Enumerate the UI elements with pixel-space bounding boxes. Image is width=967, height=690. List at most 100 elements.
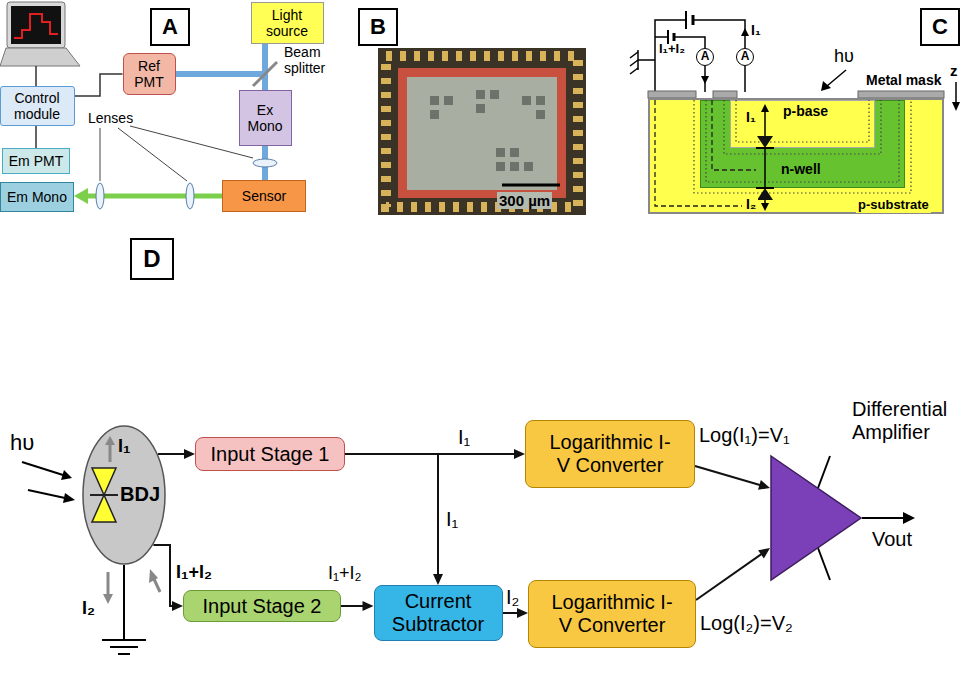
ground-symbol xyxy=(630,60,638,66)
photodiode-square xyxy=(510,148,519,157)
metal-mask xyxy=(648,91,696,98)
connector-line xyxy=(341,605,365,607)
node-text: D xyxy=(143,245,160,273)
metal-mask xyxy=(713,91,737,98)
light-arrow xyxy=(61,470,72,480)
panel-letter: D xyxy=(130,238,174,280)
node-text: Sensor xyxy=(242,188,286,204)
process-box: Input Stage 2 xyxy=(183,590,341,622)
connector-arrow xyxy=(341,601,374,611)
leader-line xyxy=(118,128,187,181)
arrowhead xyxy=(184,449,195,459)
connector-line xyxy=(345,454,438,576)
light-arrow xyxy=(28,490,65,498)
current-arrow xyxy=(741,28,749,36)
diode-symbol xyxy=(92,468,116,495)
arrowhead xyxy=(74,188,88,204)
arrowhead xyxy=(758,548,770,558)
ground-symbol xyxy=(630,52,638,58)
diode-symbol xyxy=(92,495,116,522)
edge-label: Log(I₂)=V₂ xyxy=(700,612,793,635)
ground-symbol xyxy=(118,653,130,655)
photodiode-square xyxy=(476,104,485,113)
current-arrow xyxy=(109,444,112,462)
photodiode-square xyxy=(536,110,545,119)
node-text: Logarithmic I-V Converter xyxy=(545,591,679,637)
current-label: I₁ xyxy=(751,22,761,38)
output-arrow xyxy=(903,512,915,524)
signal-trace xyxy=(14,14,58,38)
well-region: n-wellp-base xyxy=(700,100,905,188)
connector-line xyxy=(153,545,174,606)
ground-symbol xyxy=(110,646,138,648)
leader-line xyxy=(130,126,253,158)
current-label: I₂ xyxy=(744,196,758,212)
ammeter-symbol: A xyxy=(696,48,714,66)
node-text: n-well xyxy=(779,161,823,177)
current-label: I₁+I₂ xyxy=(176,562,212,583)
node-text: Input Stage 2 xyxy=(203,595,322,618)
chip-core xyxy=(407,77,557,190)
node-text: A xyxy=(741,50,750,64)
lens xyxy=(186,183,194,209)
battery-symbol xyxy=(692,15,695,25)
current-label: I₁+I₂ xyxy=(659,42,685,57)
diode-symbol xyxy=(757,136,773,148)
axis-label: z xyxy=(950,62,958,79)
arrowhead xyxy=(433,574,443,585)
scale-bar xyxy=(502,184,560,187)
label-anchor: I₁ xyxy=(751,22,761,38)
label-anchor: z xyxy=(950,62,958,79)
node-text: Logarithmic I-V Converter xyxy=(543,431,677,477)
node-text: B xyxy=(370,14,386,39)
light-beam xyxy=(176,44,266,74)
node-text: Light source xyxy=(256,7,319,39)
depletion-boundary xyxy=(706,100,899,182)
signal-cable xyxy=(35,126,37,148)
connector-line xyxy=(503,612,520,614)
current-arrow xyxy=(764,148,766,188)
process-box: Logarithmic I-V Converter xyxy=(525,420,695,488)
amplifier-triangle xyxy=(771,456,861,580)
photodiode-square xyxy=(490,90,499,99)
photodiode-square xyxy=(430,96,439,105)
edge-label: I₁ xyxy=(446,508,458,531)
connector-line xyxy=(696,553,763,600)
light-arrow xyxy=(63,493,75,503)
panel-letter: C xyxy=(920,8,960,46)
lens xyxy=(96,183,104,209)
label-anchor: Beam splitter xyxy=(284,44,336,76)
laptop-screen xyxy=(11,6,61,44)
connector-arrow xyxy=(696,548,770,600)
node-text: p-substrate xyxy=(856,198,931,213)
photodiode-square xyxy=(430,110,439,119)
panel-letter: A xyxy=(150,8,190,46)
node-text: A xyxy=(162,14,178,39)
light-arrow xyxy=(821,81,831,91)
edge-label-anchor: I₂ xyxy=(506,586,519,609)
output-label: Vout xyxy=(872,528,912,551)
photodiode-square xyxy=(510,162,519,171)
ground-symbol xyxy=(102,639,146,641)
edge-label: I₂ xyxy=(506,586,519,609)
bond-pads xyxy=(386,56,578,207)
connector-line xyxy=(695,466,762,486)
current-label: I₁ xyxy=(744,109,758,125)
depletion-boundary xyxy=(694,100,911,193)
edge-label: Log(I₁)=V₁ xyxy=(699,424,790,447)
current-arrow xyxy=(764,108,766,136)
amplifier-triangle: Differential Amplifier xyxy=(770,455,862,581)
cable xyxy=(35,66,37,86)
node-text: Differential Amplifier xyxy=(852,398,964,444)
label-anchor: Metal mask xyxy=(866,72,941,88)
amplifier-triangle-outline xyxy=(770,455,862,581)
arrowhead xyxy=(514,449,525,459)
edge-label-anchor: Log(I₂)=V₂ xyxy=(700,612,793,635)
photodiode-square xyxy=(444,96,453,105)
arrowhead xyxy=(758,480,770,490)
edge-label-anchor: I₁ xyxy=(458,426,470,449)
node-text: Em Mono xyxy=(7,189,67,205)
output-arrow xyxy=(862,517,905,519)
light-arrow xyxy=(827,70,846,86)
node-text: Current Subtractor xyxy=(379,590,498,636)
